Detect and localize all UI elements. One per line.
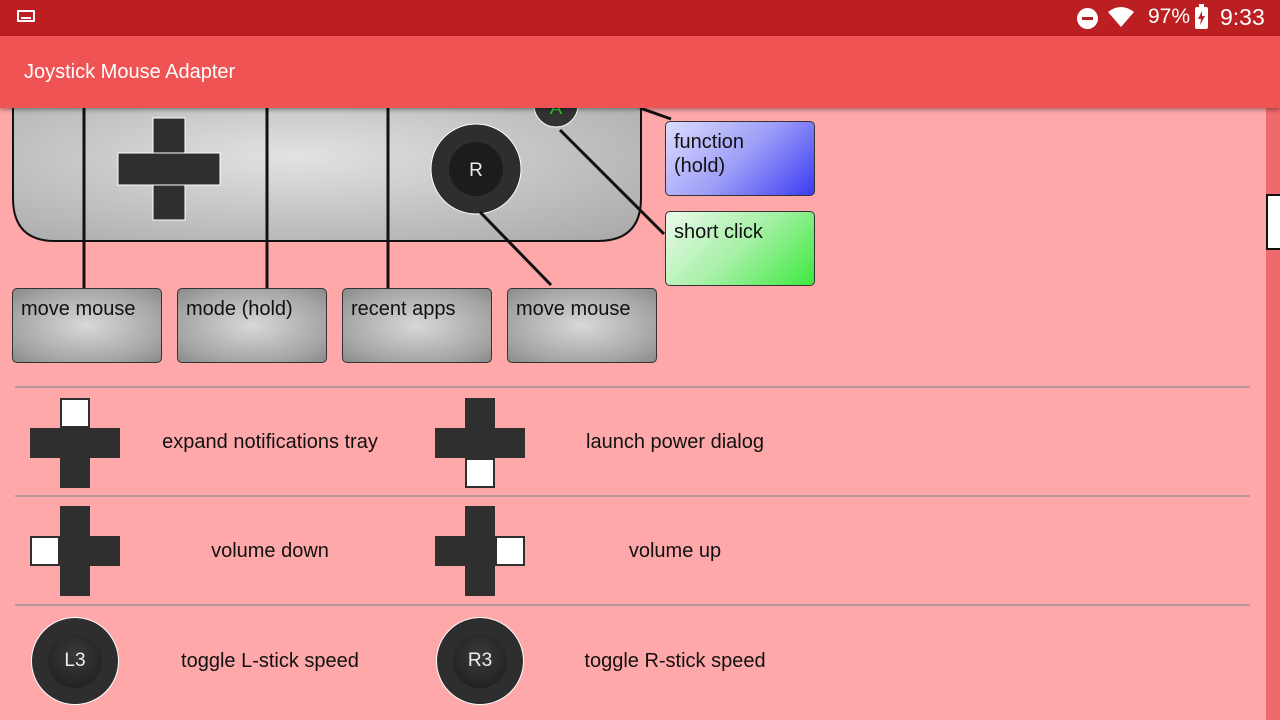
button-a-icon [533, 108, 579, 128]
app-bar: Joystick Mouse Adapter [0, 36, 1280, 108]
scrollbar-thumb[interactable] [1266, 194, 1280, 250]
dpad-right-icon [435, 506, 525, 596]
help-content[interactable]: A R function (hold) short click move mou… [0, 108, 1280, 720]
divider [15, 495, 1250, 497]
dpad-left-icon [30, 506, 120, 596]
dpad-up-icon [30, 398, 120, 488]
r3-label: R3 [453, 634, 507, 688]
button-a-label: A [550, 108, 562, 118]
mapping-desc: expand notifications tray [162, 431, 378, 453]
mapping-desc: volume down [211, 540, 329, 562]
short-click-callout: short click [665, 211, 815, 286]
battery-percent: 97% [1148, 5, 1191, 28]
controller-body [12, 108, 642, 242]
divider [15, 604, 1250, 606]
do-not-disturb-icon [1077, 8, 1098, 29]
controller-diagram: A R [12, 108, 672, 288]
wifi-icon [1108, 7, 1134, 27]
mapping-desc: volume up [628, 540, 722, 562]
mapping-desc: toggle R-stick speed [584, 650, 766, 672]
scrollbar-track[interactable] [1266, 108, 1280, 720]
r3-stick-icon: R3 [436, 617, 524, 705]
battery-charging-icon [1195, 4, 1208, 29]
l3-stick-icon: L3 [31, 617, 119, 705]
divider [15, 386, 1250, 388]
screen-cast-icon [17, 10, 35, 22]
clock: 9:33 [1220, 4, 1265, 30]
l3-label: L3 [48, 634, 102, 688]
dpad-down-icon [435, 398, 525, 488]
right-stick-label-box: move mouse [507, 288, 657, 363]
right-stick-label: R [469, 160, 483, 181]
status-bar: 97% 9:33 [0, 0, 1280, 36]
dpad-icon [117, 117, 221, 221]
app-title: Joystick Mouse Adapter [24, 61, 236, 83]
function-hold-callout: function (hold) [665, 121, 815, 196]
mapping-desc: toggle L-stick speed [181, 650, 359, 672]
left-stick-label-box: move mouse [12, 288, 162, 363]
start-label-box: recent apps [342, 288, 492, 363]
select-label-box: mode (hold) [177, 288, 327, 363]
mapping-desc: launch power dialog [586, 431, 764, 453]
